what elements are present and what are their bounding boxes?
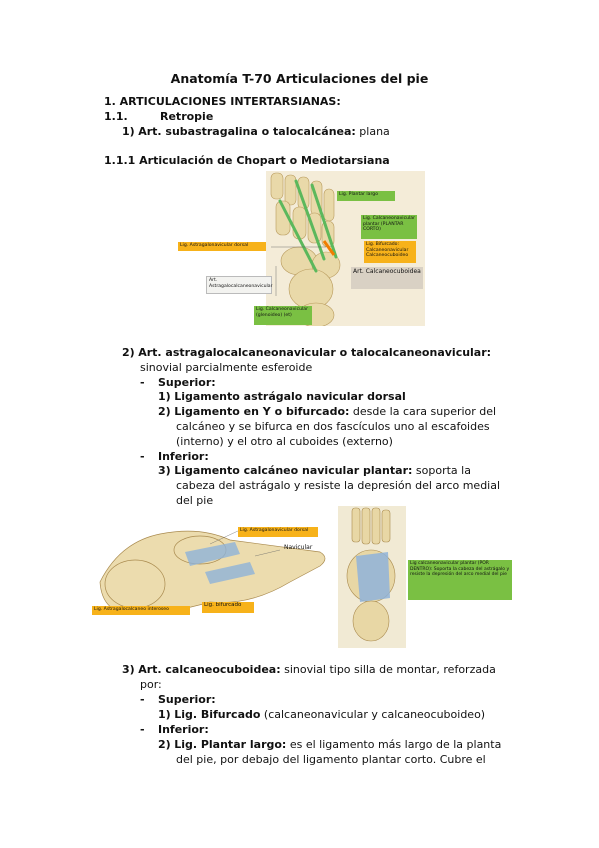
item-text: desde la cara superior del bbox=[349, 405, 497, 418]
list-item: 1) Art. subastragalina o talocalcánea: p… bbox=[122, 124, 390, 139]
foot-lateral-illustration bbox=[99, 529, 326, 615]
item-text-line: cabeza del astrágalo y resiste la depres… bbox=[176, 479, 501, 492]
item-text: plana bbox=[355, 125, 390, 138]
list-item: 3) Ligamento calcáneo navicular plantar:… bbox=[158, 463, 471, 478]
foot-plantar-figure bbox=[338, 506, 406, 648]
label-lig-plantar-largo: Lig. Plantar largo bbox=[337, 191, 395, 201]
label-art-calcaneocuboidea: Art. Calcaneocuboidea bbox=[351, 267, 423, 289]
section-heading: 1. ARTICULACIONES INTERTARSIANAS: bbox=[104, 95, 341, 108]
subsection-label: Retropie bbox=[160, 110, 214, 123]
label-lig-astragalocalcaneo-interoseo: Lig. Astragalocalcaneo interoseo bbox=[92, 606, 190, 615]
item-continuation: por: bbox=[140, 678, 162, 691]
label-lig-bifurcado: Lig. Bifurcado: Calcaneonavicular Calcan… bbox=[364, 241, 416, 263]
group-label-superior: Superior: bbox=[158, 376, 216, 389]
item-text-line: del pie bbox=[176, 494, 214, 507]
item-text: sinovial tipo silla de montar, reforzada bbox=[280, 663, 496, 676]
item-number: 1) bbox=[122, 125, 135, 138]
item-number: 2) bbox=[122, 346, 135, 359]
item-text: (calcaneonavicular y calcaneocuboideo) bbox=[260, 708, 486, 721]
item-text-line: del pie, por debajo del ligamento planta… bbox=[176, 753, 486, 766]
item-title: Ligamento astrágalo navicular dorsal bbox=[174, 390, 406, 403]
label-lig-astragalonavicular-dorsal: Lig. Astragalonavicular dorsal bbox=[178, 242, 266, 251]
item-number: 2) bbox=[158, 738, 171, 751]
item-number: 3) bbox=[122, 663, 135, 676]
item-number: 1) bbox=[158, 708, 171, 721]
item-title: Art. astragalocalcaneonavicular o taloca… bbox=[138, 346, 492, 359]
bullet: - bbox=[140, 376, 145, 389]
bullet: - bbox=[140, 723, 145, 736]
list-item: 1) Lig. Bifurcado (calcaneonavicular y c… bbox=[158, 707, 485, 722]
subsection-heading: 1.1.1 Articulación de Chopart o Mediotar… bbox=[104, 154, 390, 167]
foot-dorsal-figure: Lig. Plantar largo Lig. Calcaneonavicula… bbox=[176, 171, 425, 326]
label-navicular: Navicular bbox=[284, 544, 313, 551]
label-art-astragalocalcaneonavicular: Art. Astragalocalcaneonavicular bbox=[206, 276, 273, 294]
item-text-line: (interno) y el otro al cuboides (externo… bbox=[176, 435, 393, 448]
subsection-number: 1.1. bbox=[104, 110, 128, 123]
item-title: Lig. Plantar largo: bbox=[174, 738, 287, 751]
item-title: Lig. Bifurcado bbox=[174, 708, 261, 721]
list-item: 3) Art. calcaneocuboidea: sinovial tipo … bbox=[122, 662, 496, 677]
item-title: Art. calcaneocuboidea: bbox=[138, 663, 281, 676]
bullet: - bbox=[140, 693, 145, 706]
label-lig-calcaneonavicular-bottom: Lig. Calcaneonavicular (glenoideo) (et) bbox=[254, 306, 312, 325]
label-lig-calcaneonavicular-plantar: Lig. Calcaneonavicular plantar (PLANTAR … bbox=[361, 215, 417, 239]
item-title: Art. subastragalina o talocalcánea: bbox=[138, 125, 356, 138]
item-number: 3) bbox=[158, 464, 171, 477]
list-item: 2) Lig. Plantar largo: es el ligamento m… bbox=[158, 737, 501, 752]
item-number: 2) bbox=[158, 405, 171, 418]
item-title: Ligamento calcáneo navicular plantar: bbox=[174, 464, 413, 477]
foot-lateral-figure: Lig. Astragalonavicular dorsal Navicular… bbox=[90, 522, 335, 627]
bullet: - bbox=[140, 450, 145, 463]
label-lig-calcaneonavicular-plantar: Lig calcaneonavicular plantar (POR DENTR… bbox=[408, 560, 512, 600]
item-number: 1) bbox=[158, 390, 171, 403]
item-text: soporta la bbox=[412, 464, 471, 477]
list-item: 1) Ligamento astrágalo navicular dorsal bbox=[158, 389, 406, 404]
group-label-inferior: Inferior: bbox=[158, 723, 209, 736]
item-text: es el ligamento más largo de la planta bbox=[286, 738, 502, 751]
group-label-superior: Superior: bbox=[158, 693, 216, 706]
group-label-inferior: Inferior: bbox=[158, 450, 209, 463]
item-title: Ligamento en Y o bifurcado: bbox=[174, 405, 350, 418]
label-lig-bifurcado: Lig. bifurcado bbox=[202, 602, 254, 613]
foot-plantar-illustration bbox=[338, 506, 406, 648]
list-item: 2) Art. astragalocalcaneonavicular o tal… bbox=[122, 345, 491, 360]
item-continuation: sinovial parcialmente esferoide bbox=[140, 361, 313, 374]
page-title: Anatomía T-70 Articulaciones del pie bbox=[170, 71, 429, 86]
item-text-line: calcáneo y se bifurca en dos fascículos … bbox=[176, 420, 490, 433]
label-lig-astragalonavicular-dorsal: Lig. Astragalonavicular dorsal bbox=[238, 527, 318, 537]
list-item: 2) Ligamento en Y o bifurcado: desde la … bbox=[158, 404, 496, 419]
